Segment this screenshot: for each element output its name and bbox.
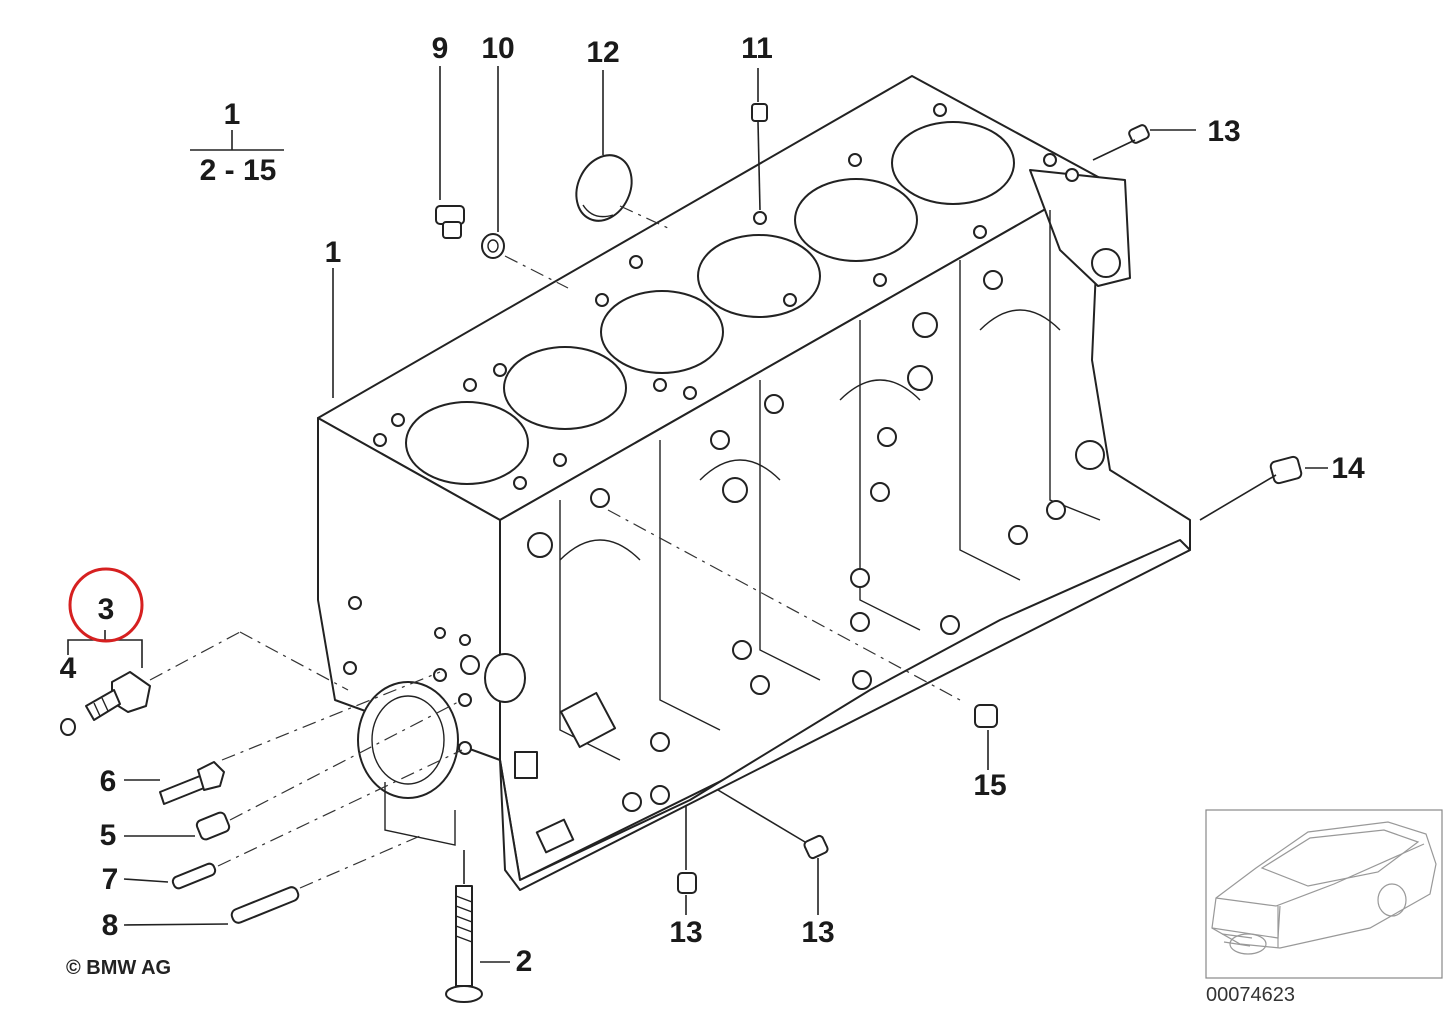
dowel-sleeve-icon — [1128, 124, 1150, 144]
dowel-sleeve-icon — [974, 704, 998, 728]
callout-2[interactable]: 2 — [516, 945, 533, 978]
dowel-sleeve-icon — [677, 872, 697, 894]
dowel-sleeve-icon — [1269, 455, 1303, 485]
copyright-text: © BMW AG — [66, 957, 171, 979]
dowel-sleeve-icon — [803, 834, 829, 860]
leader-lines — [67, 66, 1328, 963]
oil-spray-nozzle-icon — [85, 671, 151, 721]
group-label-top: 1 — [224, 98, 241, 131]
dowel-pin-icon — [230, 886, 300, 924]
small-parts — [60, 103, 1303, 1003]
bolt-icon — [445, 885, 483, 1003]
group-label-bottom: 2 - 15 — [200, 154, 277, 187]
callout-13-bottom-right[interactable]: 13 — [801, 916, 834, 949]
screw-plug-icon — [435, 205, 465, 239]
callout-4[interactable]: 4 — [60, 652, 77, 685]
o-ring-icon — [60, 718, 76, 736]
callout-12[interactable]: 12 — [586, 36, 619, 69]
callout-8[interactable]: 8 — [102, 909, 119, 942]
callout-6[interactable]: 6 — [100, 765, 117, 798]
callout-1[interactable]: 1 — [325, 236, 342, 269]
car-icon — [1211, 821, 1437, 955]
callout-10[interactable]: 10 — [481, 32, 514, 65]
stud-bolt-icon — [159, 761, 225, 805]
callout-9[interactable]: 9 — [432, 32, 449, 65]
dowel-sleeve-icon — [751, 103, 768, 122]
expansion-plug-icon — [575, 154, 633, 222]
vehicle-thumbnail[interactable] — [1205, 809, 1443, 979]
reference-number: 00074623 — [1206, 984, 1295, 1006]
group-label: 1 2 - 15 — [190, 98, 284, 187]
callout-11[interactable]: 11 — [741, 32, 773, 65]
callout-13-top-right[interactable]: 13 — [1207, 115, 1240, 148]
callout-15[interactable]: 15 — [973, 769, 1006, 802]
seal-ring-icon — [481, 233, 505, 259]
dowel-pin-icon — [171, 862, 217, 890]
callout-7[interactable]: 7 — [102, 863, 119, 896]
highlight-circle — [68, 567, 144, 643]
dowel-sleeve-icon — [195, 811, 231, 841]
engine-block — [317, 75, 1191, 891]
callout-5[interactable]: 5 — [100, 819, 117, 852]
callout-13-bottom-left[interactable]: 13 — [669, 916, 702, 949]
callout-3[interactable]: 3 — [98, 593, 115, 626]
callouts: 9 10 12 11 13 1 14 3 4 6 5 7 8 2 13 13 1… — [60, 32, 1365, 978]
callout-14[interactable]: 14 — [1331, 452, 1365, 485]
